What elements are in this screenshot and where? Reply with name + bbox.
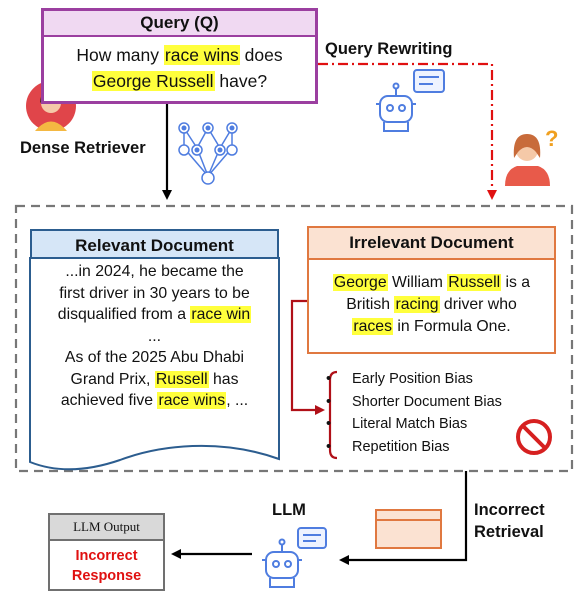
irrelevant-document-box: Irrelevant Document George William Russe… xyxy=(307,226,556,354)
query-rewriting-label: Query Rewriting xyxy=(325,40,453,58)
relevant-keyword: race win xyxy=(190,306,252,323)
incorrect-retrieval-line2: Retrieval xyxy=(474,523,544,541)
llm-output-box: LLM Output Incorrect Response xyxy=(48,513,165,591)
llm-label: LLM xyxy=(272,501,306,519)
relevant-line: As of the 2025 Abu Dhabi xyxy=(64,349,245,366)
relevant-text-part: has xyxy=(208,370,239,388)
bias-item: Early Position Bias xyxy=(326,368,502,391)
relevant-line: first driver in 30 years to be xyxy=(59,284,250,302)
bias-item: Repetition Bias xyxy=(326,436,502,459)
irrelevant-text-part: in Formula One. xyxy=(392,318,511,335)
relevant-text-part: achieved five xyxy=(60,392,158,409)
irrelevant-keyword: races xyxy=(352,318,393,335)
irrelevant-keyword: Russell xyxy=(447,274,502,291)
irrelevant-text-part: driver who xyxy=(439,296,517,313)
relevant-line: ... xyxy=(147,327,162,345)
query-text-part: have? xyxy=(214,71,268,91)
irrelevant-document-text: George William Russell is a British raci… xyxy=(309,260,554,338)
svg-text:?: ? xyxy=(545,126,558,151)
bias-item: Literal Match Bias xyxy=(326,413,502,436)
incorrect-retrieval-arrow xyxy=(339,471,468,565)
llm-output-title: LLM Output xyxy=(50,515,163,541)
query-title: Query (Q) xyxy=(44,11,315,37)
llm-output-text: Incorrect Response xyxy=(50,541,163,586)
bias-connector-arrow xyxy=(290,299,325,415)
relevant-text-part: disqualified from a xyxy=(57,306,191,323)
query-text: How many race wins does George Russell h… xyxy=(44,37,315,94)
llm-output-line1: Incorrect xyxy=(75,548,138,564)
query-keyword-race-wins: race wins xyxy=(163,45,240,65)
irrelevant-text-part: British xyxy=(346,296,395,313)
query-rewriting-arrow xyxy=(318,62,497,200)
relevant-text-part: Grand Prix, xyxy=(70,370,155,388)
irrelevant-keyword: racing xyxy=(394,296,440,313)
bias-list: Early Position Bias Shorter Document Bia… xyxy=(326,368,502,459)
rewriter-robot-icon xyxy=(376,69,445,132)
relevant-keyword: Russell xyxy=(154,370,209,388)
dense-retriever-label: Dense Retriever xyxy=(20,139,146,157)
query-text-part: How many xyxy=(76,45,164,65)
bias-item: Shorter Document Bias xyxy=(326,391,502,414)
query-text-part: does xyxy=(239,45,283,65)
query-box: Query (Q) How many race wins does George… xyxy=(41,8,318,104)
relevant-document-title: Relevant Document xyxy=(30,229,279,259)
irrelevant-text-part: William xyxy=(387,274,448,291)
neural-network-icon xyxy=(178,122,238,185)
query-keyword-george-russell: George Russell xyxy=(91,71,215,91)
llm-robot-icon xyxy=(262,527,327,588)
incorrect-retrieval-label: Incorrect Retrieval xyxy=(474,499,545,543)
relevant-line: ...in 2024, he became the xyxy=(65,263,244,280)
irrelevant-keyword: George xyxy=(332,274,388,291)
retrieval-region xyxy=(14,204,574,473)
retrieved-document-icon xyxy=(375,509,442,549)
relevant-text-part: , ... xyxy=(226,392,249,409)
irrelevant-text-part: is a xyxy=(501,274,531,291)
prohibited-icon xyxy=(516,419,552,455)
irrelevant-document-title: Irrelevant Document xyxy=(309,228,554,260)
llm-output-line2: Response xyxy=(71,568,142,584)
incorrect-retrieval-line1: Incorrect xyxy=(474,501,545,519)
relevant-document-text: ...in 2024, he became the first driver i… xyxy=(36,261,273,412)
confused-user-icon: ? xyxy=(505,126,558,186)
relevant-keyword: race wins xyxy=(157,392,227,409)
